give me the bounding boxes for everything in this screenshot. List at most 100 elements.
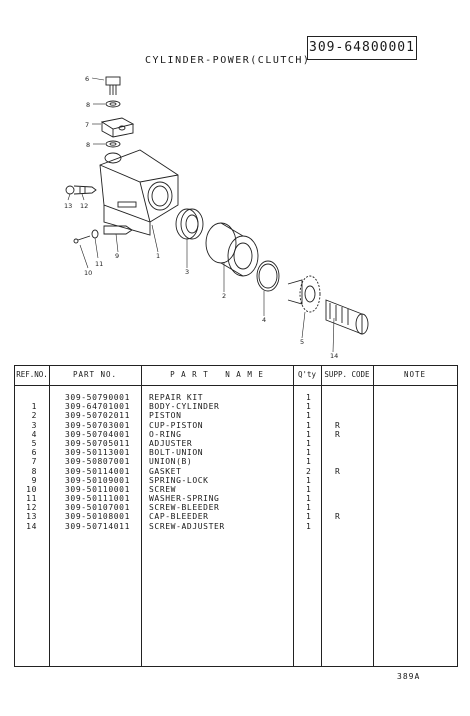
supp-code-cell: R [335, 512, 341, 522]
gasket-part-upper [105, 100, 121, 108]
callout-13: 13 [64, 202, 72, 210]
header-part-no: PART NO. [72, 370, 118, 379]
screw-adjuster-part [325, 299, 369, 335]
part-no-cell: 309-50114001 [65, 466, 130, 476]
qty-cell: 1 [306, 393, 312, 402]
part-no-cell: 309-50109001 [65, 475, 130, 485]
column-divider [373, 366, 374, 666]
ref-cell: 10 [26, 484, 37, 494]
part-no-cell: 309-50705011 [65, 438, 130, 448]
ref-cell: 3 [31, 420, 37, 430]
union-part [100, 117, 135, 138]
qty-cell: 1 [306, 521, 312, 531]
table-row: 11 309-50111001 WASHER-SPRING 1 [15, 494, 457, 503]
page-title: CYLINDER-POWER(CLUTCH) [145, 55, 311, 66]
column-divider [293, 366, 294, 666]
part-no-cell: 309-50703001 [65, 420, 130, 430]
callout-3: 3 [185, 268, 189, 276]
ref-cell: 14 [26, 521, 37, 531]
column-divider [141, 366, 142, 666]
adjuster-part [287, 275, 321, 313]
piston-part [205, 222, 259, 277]
table-row: 6 309-50113001 BOLT-UNION 1 [15, 448, 457, 457]
column-divider [321, 366, 322, 666]
callout-6: 6 [85, 75, 89, 83]
ref-cell: 9 [31, 475, 37, 485]
header-supp-code: SUPP. CODE [324, 370, 370, 379]
table-row: 9 309-50109001 SPRING-LOCK 1 [15, 476, 457, 485]
part-name-cell: SCREW [149, 484, 177, 494]
ref-cell: 6 [31, 448, 37, 458]
table-row: 12 309-50107001 SCREW-BLEEDER 1 [15, 503, 457, 512]
callout-8-lower: 8 [86, 141, 90, 149]
ref-cell: 1 [31, 402, 37, 412]
spring-lock-part [103, 225, 133, 235]
part-name-cell: CUP-PISTON [149, 420, 204, 430]
qty-cell: 1 [306, 494, 312, 504]
header-part-name: P A R T N A M E [170, 370, 264, 379]
callout-2: 2 [222, 292, 226, 300]
part-name-cell: WASHER-SPRING [149, 494, 220, 504]
part-name-cell: BODY-CYLINDER [149, 402, 220, 412]
ref-cell: 11 [26, 494, 37, 504]
qty-cell: 1 [306, 420, 312, 430]
supp-code-cell: R [335, 466, 341, 476]
qty-cell: 1 [306, 429, 312, 439]
ref-cell: 4 [31, 429, 37, 439]
part-name-cell: O-RING [149, 429, 182, 439]
qty-cell: 1 [306, 484, 312, 494]
part-no-cell: 309-50108001 [65, 512, 130, 522]
part-no-cell: 309-50113001 [65, 448, 130, 458]
qty-cell: 1 [306, 503, 312, 513]
part-no-cell: 309-50107001 [65, 503, 130, 513]
part-name-cell: REPAIR KIT [149, 393, 204, 402]
header-note: NOTE [403, 370, 427, 379]
part-no-cell: 309-50111001 [65, 494, 130, 504]
body-cylinder-part [99, 149, 179, 236]
ref-cell: 12 [26, 503, 37, 513]
callout-8-upper: 8 [86, 101, 90, 109]
gasket-part-lower [105, 140, 121, 148]
union-bolt-part [105, 76, 121, 95]
part-no-cell: 309-50704001 [65, 429, 130, 439]
table-header [15, 366, 457, 386]
part-name-cell: GASKET [149, 466, 182, 476]
ref-cell: 7 [31, 457, 37, 467]
ref-cell: 2 [31, 411, 37, 421]
part-no-cell: 309-50807001 [65, 457, 130, 467]
part-name-cell: PISTON [149, 411, 182, 421]
part-name-cell: UNION(B) [149, 457, 193, 467]
header-qty: Q'ty [297, 370, 317, 379]
table-row: 7 309-50807001 UNION(B) 1 [15, 457, 457, 466]
qty-cell: 1 [306, 475, 312, 485]
part-name-cell: SPRING-LOCK [149, 475, 209, 485]
part-name-cell: BOLT-UNION [149, 448, 204, 458]
ref-cell: 5 [31, 438, 37, 448]
o-ring-part [256, 260, 280, 292]
callout-5: 5 [300, 338, 304, 346]
part-no-cell: 309-64701001 [65, 402, 130, 412]
callout-1: 1 [156, 252, 160, 260]
part-name-cell: ADJUSTER [149, 438, 193, 448]
column-divider [49, 366, 50, 666]
ref-cell: 13 [26, 512, 37, 522]
callout-4: 4 [262, 316, 266, 324]
callout-7: 7 [85, 121, 89, 129]
qty-cell: 2 [306, 466, 312, 476]
part-no-cell: 309-50714011 [65, 521, 130, 531]
qty-cell: 1 [306, 448, 312, 458]
part-name-cell: SCREW-BLEEDER [149, 503, 220, 513]
part-name-cell: SCREW-ADJUSTER [149, 521, 225, 531]
qty-cell: 1 [306, 512, 312, 522]
qty-cell: 1 [306, 457, 312, 467]
callout-10: 10 [84, 269, 92, 277]
bleeder-part [65, 185, 97, 195]
document-number: 309-64800001 [307, 36, 417, 60]
